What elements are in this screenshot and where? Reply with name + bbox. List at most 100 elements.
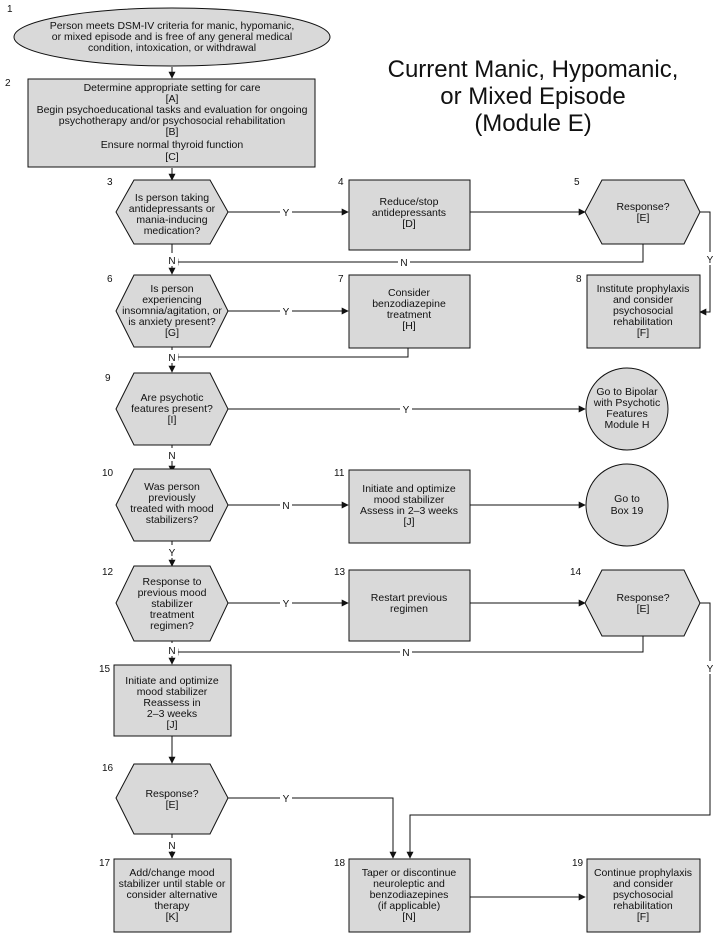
label-no-3: N [168,256,175,267]
node-12-line: treatment [150,609,194,621]
node-goto19-line: Box 19 [611,505,644,517]
node-9-line: Are psychotic [140,392,203,404]
node-7-line: benzodiazepine [372,298,446,310]
node-psychotic-line: Module H [605,419,650,431]
node-19-box [586,858,701,933]
node-8-line: [F] [637,327,649,339]
node-15-line: Initiate and optimize [125,675,219,687]
title-line-1: Current Manic, Hypomanic, [388,56,679,83]
node-6-line: Is person [150,283,193,295]
node-12-line: previous mood [138,587,207,599]
node-4-line: [D] [402,218,416,230]
node-13-text: Restart previous regimen [371,592,447,615]
node-9-decision [115,372,229,446]
node-2-line: Ensure normal thyroid function [101,139,244,151]
node-13-line: regimen [390,603,428,615]
node-psychotic-line: with Psychotic [593,397,661,409]
node-12-line: stabilizer [151,598,193,610]
node-3-decision [115,179,229,245]
node-16-line: Response? [145,788,198,800]
node-1-line: or mixed episode and is free of any gene… [52,31,292,43]
node-1-line: Person meets DSM-IV criteria for manic, … [50,20,295,32]
edge-14-15-no [171,636,644,656]
node-12-decision [115,565,229,642]
edge-16-18-yes [228,797,397,859]
num-1: 1 [7,4,13,15]
node-14-line: [E] [637,603,650,615]
node-numbers: 1 2 3 4 5 6 7 8 9 10 11 12 13 14 15 16 1… [5,4,584,869]
node-5-line: Response? [616,201,669,213]
num-15: 15 [99,664,111,675]
node-5-line: [E] [637,212,650,224]
node-7-line: treatment [387,309,431,321]
num-9: 9 [105,373,111,384]
node-13-line: Restart previous [371,592,447,604]
node-goto19-line: Go to [614,493,640,505]
node-11-line: Assess in 2–3 weeks [360,505,458,517]
node-11-line: [J] [403,516,414,528]
node-6-line: is anxiety present? [128,316,216,328]
node-15-line: [J] [166,719,177,731]
node-4-text: Reduce/stop antidepressants [D] [372,196,446,230]
node-19-line: and consider [613,878,674,890]
node-3-line: antidepressants or [129,203,216,215]
node-psychotic-text: Go to Bipolar with Psychotic Features Mo… [593,386,661,431]
node-17-line: stabilizer until stable or [119,878,226,890]
node-8-box [586,274,701,349]
node-10-line: Was person [144,481,200,493]
node-9-line: features present? [131,403,213,415]
node-6-text: Is person experiencing insomnia/agitatio… [122,283,222,339]
node-4-line: antidepressants [372,207,446,219]
label-yes-12: Y [283,599,290,610]
node-19-text: Continue prophylaxis and consider psycho… [594,867,692,923]
node-6-line: insomnia/agitation, or [122,305,222,317]
label-yes-16: Y [283,794,290,805]
node-goto19-text: Go to Box 19 [611,493,644,517]
node-3-line: medication? [144,225,201,237]
node-8-text: Institute prophylaxis and consider psych… [597,283,690,339]
node-15-line: mood stabilizer [137,686,208,698]
node-2-line: Begin psychoeducational tasks and evalua… [37,104,308,116]
node-6-decision [115,274,229,348]
num-10: 10 [102,468,114,479]
node-2-line: psychotherapy and/or psychosocial rehabi… [59,115,286,127]
label-no-5: N [400,258,407,269]
num-8: 8 [576,274,582,285]
label-no-14: N [402,648,409,659]
node-7-box [348,274,471,349]
node-6-line: experiencing [142,294,202,306]
node-15-line: 2–3 weeks [147,708,197,720]
edge-labels: Y N Y N Y N Y N N Y Y N Y N Y N [166,205,716,852]
node-10-line: previously [148,492,196,504]
num-18: 18 [334,858,346,869]
node-11-line: Initiate and optimize [362,483,456,495]
edge-7-9 [171,348,409,361]
label-yes-9: Y [403,405,410,416]
node-8-line: and consider [613,294,674,306]
node-1-text: Person meets DSM-IV criteria for manic, … [50,20,295,54]
node-2-line: [C] [165,151,179,163]
num-11: 11 [334,468,345,479]
node-16-decision [115,763,229,835]
node-17-box [113,858,232,933]
title-line-2: or Mixed Episode [440,83,625,110]
num-5: 5 [574,177,580,188]
node-19-line: Continue prophylaxis [594,867,692,879]
node-2-box [27,78,316,168]
node-17-line: [K] [166,911,179,923]
label-yes-3: Y [283,208,290,219]
node-10-decision [115,468,229,542]
node-4-box [348,179,471,251]
node-9-line: [I] [168,414,177,426]
node-8-line: psychosocial [613,305,673,317]
node-5-text: Response? [E] [616,201,669,224]
label-no-16: N [168,841,175,852]
node-2-line: [A] [166,93,179,105]
title-line-3: (Module E) [474,110,591,137]
node-15-line: Reassess in [143,697,200,709]
node-8-line: Institute prophylaxis [597,283,690,295]
node-7-text: Consider benzodiazepine treatment [H] [372,287,446,332]
node-3-line: Is person taking [135,192,209,204]
node-18-text: Taper or discontinue neuroleptic and ben… [362,867,457,923]
label-yes-10: Y [169,548,176,559]
